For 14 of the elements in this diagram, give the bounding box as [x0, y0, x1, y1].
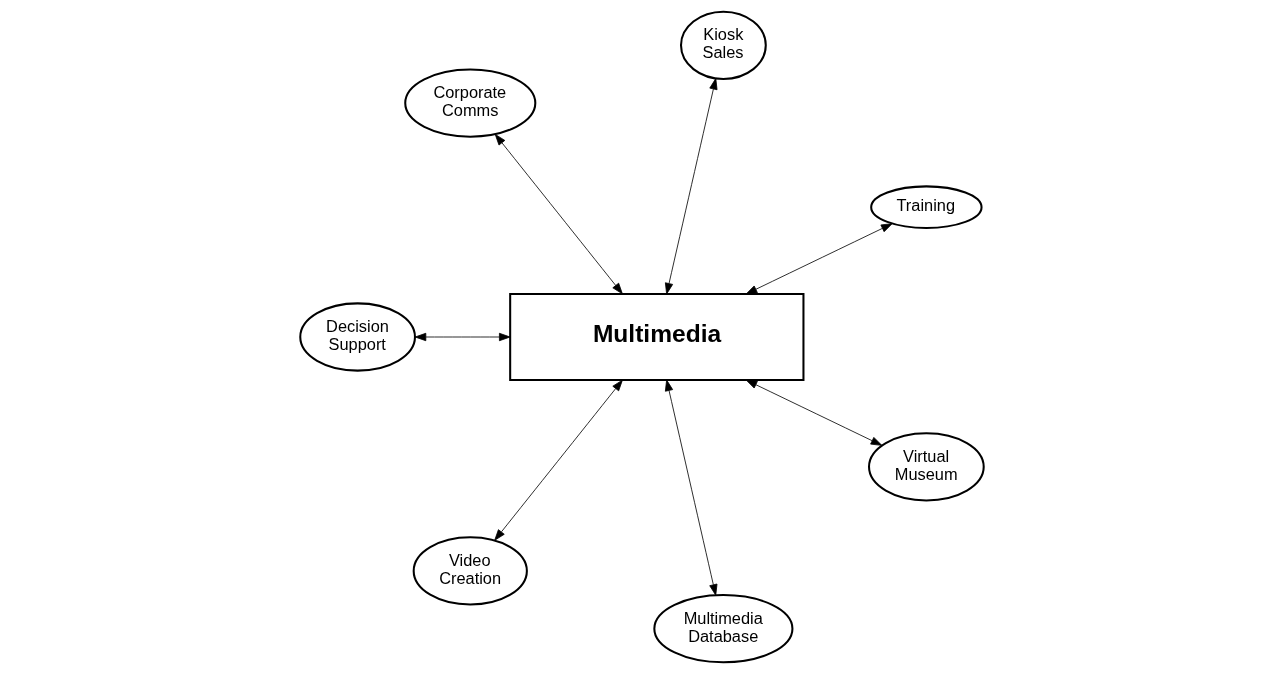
- arrow: [494, 134, 623, 295]
- arrow: [745, 223, 893, 295]
- node-ellipse: Corporate Comms: [404, 68, 537, 138]
- node-ellipse: Multimedia Database: [653, 594, 794, 664]
- node-ellipse: Kiosk Sales: [679, 10, 767, 80]
- arrow: [414, 332, 511, 342]
- arrow: [664, 379, 718, 596]
- arrow: [664, 78, 718, 295]
- node-ellipse: Decision Support: [299, 302, 416, 372]
- arrow: [745, 379, 883, 446]
- node-box: Multimedia: [509, 292, 805, 382]
- arrow: [494, 379, 623, 541]
- node-ellipse: Training: [870, 185, 983, 230]
- node-ellipse: Video Creation: [412, 536, 528, 606]
